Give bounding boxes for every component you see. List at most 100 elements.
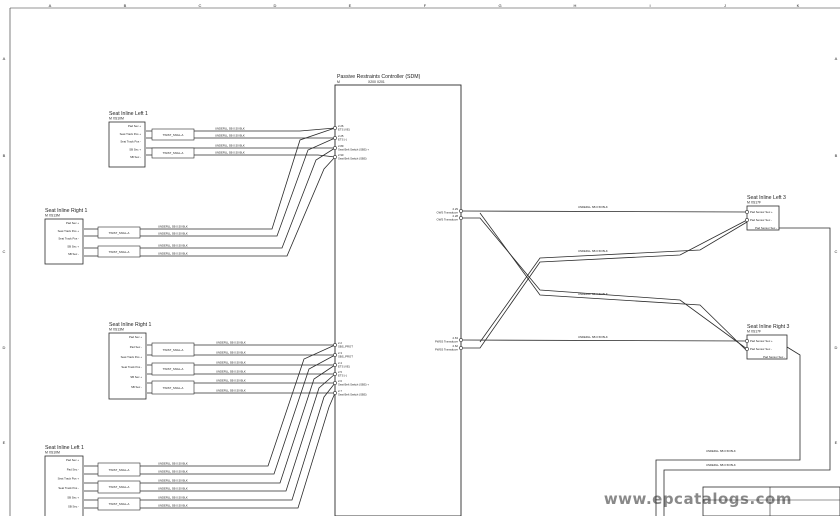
twist-pair-label: TWIST_SNGL-A (163, 367, 184, 371)
wire (479, 221, 748, 343)
controller-pin-label: Seat Belt Switch (SBS) (338, 157, 367, 161)
controller-pin-label: ETS (VE) (338, 128, 350, 132)
row-marker: A (3, 56, 6, 61)
wire-label: UNDERLL SB 0.50 BLK (158, 252, 188, 256)
wire-label: UNDERLL SB 0.50 BLK (578, 292, 608, 296)
seat-pin-label: Seat Track Pos - (121, 365, 142, 369)
seat-connector-code: M XS13M (109, 328, 124, 332)
pin-terminal (333, 353, 337, 357)
controller-pin-number: 2.29 (453, 207, 459, 211)
controller-pin-label: Seat Belt Switch (SBS) (338, 393, 367, 397)
controller-pin-number: 2.2 (338, 341, 342, 345)
wire (84, 364, 336, 484)
seat-pin-label: SB Sec - (131, 385, 142, 389)
wire-label: UNDERLL SB 0.50 BLK (158, 225, 188, 229)
twist-pair-label: TWIST_SNGL-A (163, 151, 184, 155)
wire (460, 210, 748, 213)
seat-pin-label: SB Sec - (68, 505, 79, 509)
controller-pin-label: ETS (-) (338, 138, 347, 142)
wire-label: UNDERLL SB 0.50 BLK (158, 504, 188, 508)
seat-connector-code: M XS10M (109, 117, 124, 121)
twist-pair-box (151, 128, 195, 141)
controller-pin-label: OWS Transducer (437, 218, 459, 222)
seat-connector-box (44, 218, 84, 265)
twist-pair-label: TWIST_SNGL-A (109, 231, 130, 235)
seat-connector-title: Seat Inline Left 1 (45, 445, 84, 451)
row-marker: C (3, 249, 6, 254)
wire-label: UNDERLL SB 0.50 BLK (216, 351, 246, 355)
controller-pin-number: 2.4 (338, 361, 342, 365)
seat-connector-code: M XS10M (45, 451, 60, 455)
column-marker: B (124, 3, 127, 8)
controller-pin-number: 2.90 (338, 153, 344, 157)
seat-pin-label: SB Sec + (67, 244, 79, 248)
twist-pair-label: TWIST_SNGL-A (163, 133, 184, 137)
seat-connector-code: M XS13M (45, 214, 60, 218)
controller-connector-ids: X200 X201 (368, 80, 385, 84)
twist-pair-box (151, 342, 195, 357)
pin-terminal (745, 339, 749, 343)
seat-pin-label: Seat Track Pos - (120, 140, 141, 144)
seat-pin-label: Pad Sec + (66, 458, 79, 462)
right-connector-box (746, 205, 780, 231)
seat-pin-label: Seat Track Pos + (121, 355, 143, 359)
column-marker: H (574, 3, 577, 8)
controller-pin-number: 2.26 (338, 124, 344, 128)
right-connector-pin-label: Pad Sensor Sec + (750, 210, 773, 214)
controller-pin-number: 2.62 (453, 344, 459, 348)
controller-pin-number: 2.3 (338, 351, 342, 355)
wire-label: UNDERLL SB 0.50 BLK (158, 487, 188, 491)
seat-pin-label: Seat Track Pos + (58, 477, 80, 481)
twist-pair-box (97, 226, 141, 239)
wire (84, 354, 336, 475)
wire-label: UNDERLL SB 0.50 BLK (158, 244, 188, 248)
wire (655, 346, 801, 516)
wire (84, 344, 336, 467)
controller-title: Passive Restraints Controller (SDM) (337, 74, 421, 80)
row-marker: E (835, 440, 838, 445)
wire (146, 154, 336, 158)
controller-pin-number: 2.25 (338, 134, 344, 138)
controller-pin-label: ETS (-) (338, 374, 347, 378)
twist-pair-box (97, 497, 141, 511)
pin-terminal (333, 391, 337, 395)
pin-terminal (459, 346, 463, 350)
wire-label: UNDERLL SB 0.50 BLK (215, 144, 245, 148)
wire (461, 217, 748, 350)
twist-pair-label: TWIST_SNGL-A (109, 468, 130, 472)
seat-connector-box (108, 332, 147, 400)
controller-pin-number: 2.7 (338, 389, 342, 393)
row-marker: D (835, 345, 838, 350)
column-marker: G (498, 3, 501, 8)
wire (461, 219, 748, 349)
controller-pin-label: PWSS Transducer (435, 348, 458, 352)
controller-pin-number: 2.28 (453, 214, 459, 218)
wire-label: UNDERLL SB 0.50 BLK (215, 127, 245, 131)
wire-label: UNDERLL SB 0.50 BLK (158, 462, 188, 466)
row-marker: E (3, 440, 6, 445)
pin-terminal (333, 343, 337, 347)
controller-pin-number: 2.6 (338, 379, 342, 383)
twist-pair-box (97, 462, 141, 477)
controller-pin-number: 2.5 (338, 370, 342, 374)
right-connector-code: M XS17F (747, 201, 761, 205)
wire (84, 373, 336, 492)
seat-pin-label: SB Sec + (129, 147, 141, 151)
seat-pin-label: Pad Sec + (66, 221, 79, 225)
controller-pin-label: ETS (VE) (338, 365, 350, 369)
right-connector-pin-label: Pad Sensor Sec - (750, 347, 772, 351)
controller-pin-label: Seat Belt Switch (SBS) + (338, 383, 369, 387)
controller-pin-label: SBS_PROT (338, 355, 353, 359)
column-marker: D (274, 3, 277, 8)
wire-label: UNDERLL SB 0.50 BLK (216, 379, 246, 383)
wire (84, 127, 336, 230)
row-marker: B (3, 153, 6, 158)
seat-pin-label: Pad Sec + (129, 335, 142, 339)
wire-label: UNDERLL SB 0.50 BLK (578, 205, 608, 209)
seat-pin-label: SB Sec + (130, 375, 142, 379)
seat-pin-label: Seat Track Pos + (120, 132, 142, 136)
